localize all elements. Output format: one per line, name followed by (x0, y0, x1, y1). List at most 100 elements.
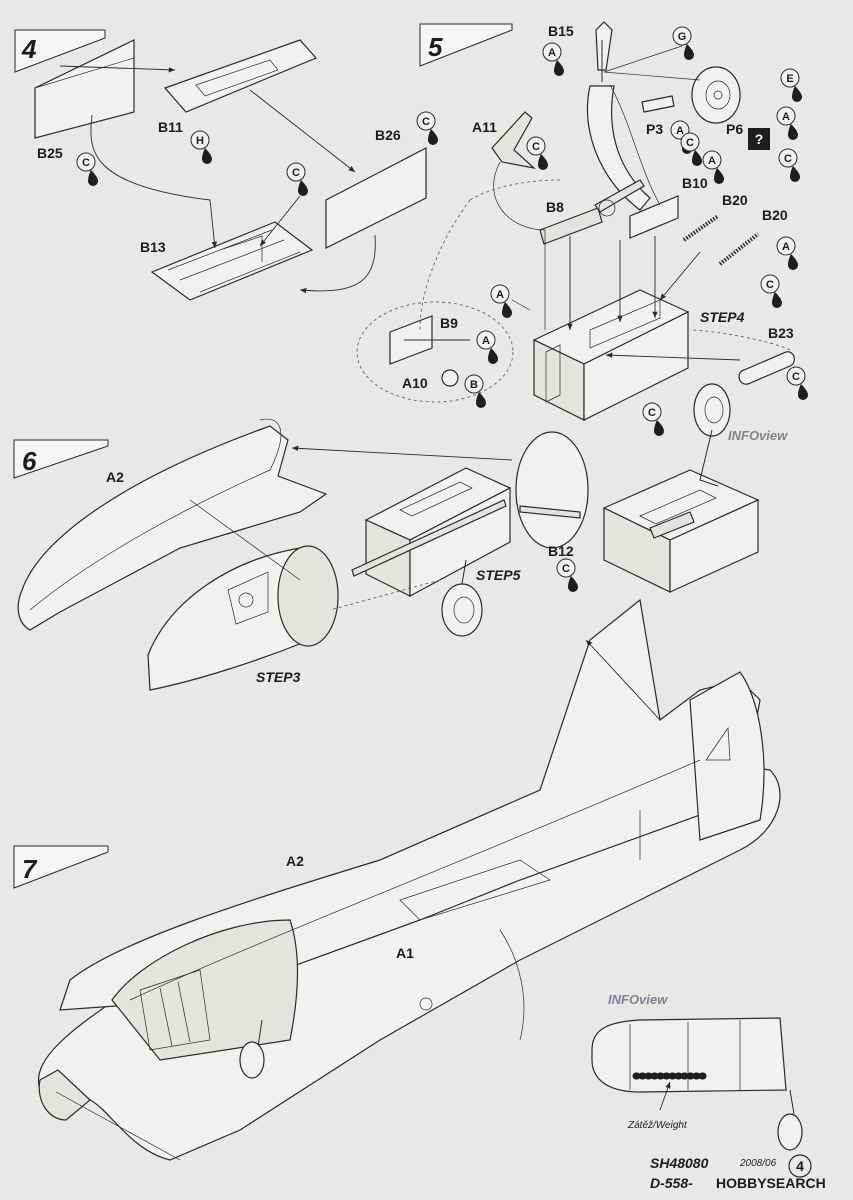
color-a-b8: A (490, 284, 513, 319)
svg-text:A: A (782, 111, 790, 123)
color-a-b15: A (542, 42, 565, 77)
label-b26: B26 (375, 127, 401, 143)
svg-text:E: E (786, 73, 793, 85)
label-a1: A1 (396, 945, 414, 961)
step-6-number: 6 (22, 446, 37, 476)
label-b15: B15 (548, 23, 574, 39)
svg-text:C: C (648, 407, 656, 419)
footer-date: 2008/06 (739, 1158, 777, 1169)
label-b23: B23 (768, 325, 794, 341)
step-7-tab (13, 845, 109, 889)
svg-text:C: C (532, 141, 540, 153)
color-c-b20: C (760, 274, 783, 309)
footer-page-circle (788, 1154, 812, 1178)
part-a2-fuselage-half (17, 425, 328, 631)
svg-text:A: A (496, 289, 504, 301)
color-unknown-box (748, 128, 770, 150)
label-infoview-1: INFOview (728, 428, 788, 443)
label-step3: STEP3 (256, 669, 301, 685)
color-a-p3: A (670, 120, 693, 155)
svg-text:A: A (676, 125, 684, 137)
color-a-p6: A (776, 106, 799, 141)
svg-text:A: A (482, 335, 490, 347)
color-g-b15: G (672, 26, 695, 61)
label-b8: B8 (546, 199, 564, 215)
svg-text:C: C (562, 563, 570, 575)
label-b20-b: B20 (762, 207, 788, 223)
label-infoview-2: INFOview (608, 992, 668, 1007)
label-b12: B12 (548, 543, 574, 559)
color-a-b9: A (476, 330, 499, 365)
part-a10 (441, 369, 459, 387)
color-c-box: C (642, 402, 665, 437)
part-b26 (325, 147, 427, 249)
step-6: 6 A2 B12 STEP5 STEP3 C (13, 418, 589, 691)
svg-text:C: C (784, 153, 792, 165)
part-b12-bulkhead (515, 431, 589, 549)
step-7: 7 A2 A1 INFOview (13, 598, 803, 1161)
svg-text:C: C (766, 279, 774, 291)
part-b20-rod-2 (718, 232, 760, 266)
label-a2-step6: A2 (106, 469, 124, 485)
part-b25 (34, 39, 135, 139)
color-a-b20: A (776, 236, 799, 271)
svg-text:C: C (292, 167, 300, 179)
label-b9: B9 (440, 315, 458, 331)
color-c-b26: C (416, 111, 439, 146)
color-e-p6: E (780, 68, 803, 103)
part-p3 (641, 95, 675, 113)
footer-model: D-558- (650, 1175, 693, 1191)
step-5: 5 (356, 21, 809, 593)
part-b23 (738, 351, 795, 385)
color-a-b10: A (702, 150, 725, 185)
label-step5: STEP5 (476, 567, 521, 583)
infoview-wheel-2 (777, 1113, 803, 1151)
label-p6: P6 (726, 121, 743, 137)
step-6-tab (13, 439, 109, 479)
svg-text:C: C (686, 137, 694, 149)
footer-watermark: HOBBYSEARCH (716, 1175, 826, 1191)
footer-page-number: 4 (796, 1158, 804, 1174)
step-5-tab (419, 23, 513, 67)
color-unknown-mark: ? (755, 131, 764, 147)
part-b10 (629, 195, 679, 239)
label-a11: A11 (472, 119, 497, 135)
label-b25: B25 (37, 145, 63, 161)
part-b15-gear-leg (586, 85, 651, 211)
color-c-a11: C (526, 136, 549, 171)
svg-text:A: A (782, 241, 790, 253)
part-b13 (150, 221, 314, 301)
part-b11 (163, 39, 318, 113)
label-b20-a: B20 (722, 192, 748, 208)
color-c-b12: C (556, 558, 579, 593)
step-5-number: 5 (428, 32, 443, 62)
part-p6-wheel (691, 66, 741, 124)
svg-text:C: C (82, 157, 90, 169)
color-c-b13: C (286, 162, 309, 197)
label-b11: B11 (158, 119, 183, 135)
svg-text:G: G (678, 31, 687, 43)
label-b13: B13 (140, 239, 166, 255)
nose-wheel (239, 1041, 265, 1079)
label-weight: Zátěž/Weight (627, 1120, 688, 1131)
tail-fin (689, 671, 765, 841)
part-b8 (539, 207, 603, 245)
svg-text:H: H (196, 135, 204, 147)
label-step4: STEP4 (700, 309, 745, 325)
step-4-number: 4 (21, 34, 37, 64)
color-c-b10: C (778, 148, 801, 183)
svg-text:A: A (708, 155, 716, 167)
color-b-a10: B (464, 374, 487, 409)
infoview-wheel (693, 383, 731, 437)
step-7-number: 7 (22, 854, 38, 884)
step-4: 4 B25 B11 B26 B13 C H C C (14, 29, 439, 301)
svg-text:A: A (548, 47, 556, 59)
footer: SH48080 D-558- 2008/06 4 HOBBYSEARCH (650, 1154, 826, 1191)
part-a11 (491, 111, 536, 169)
cockpit-opening (111, 919, 299, 1061)
footer-code: SH48080 (650, 1155, 709, 1171)
svg-text:B: B (470, 379, 478, 391)
label-a2-step7: A2 (286, 853, 304, 869)
part-a1-fuselage (37, 759, 781, 1161)
svg-text:C: C (792, 371, 800, 383)
